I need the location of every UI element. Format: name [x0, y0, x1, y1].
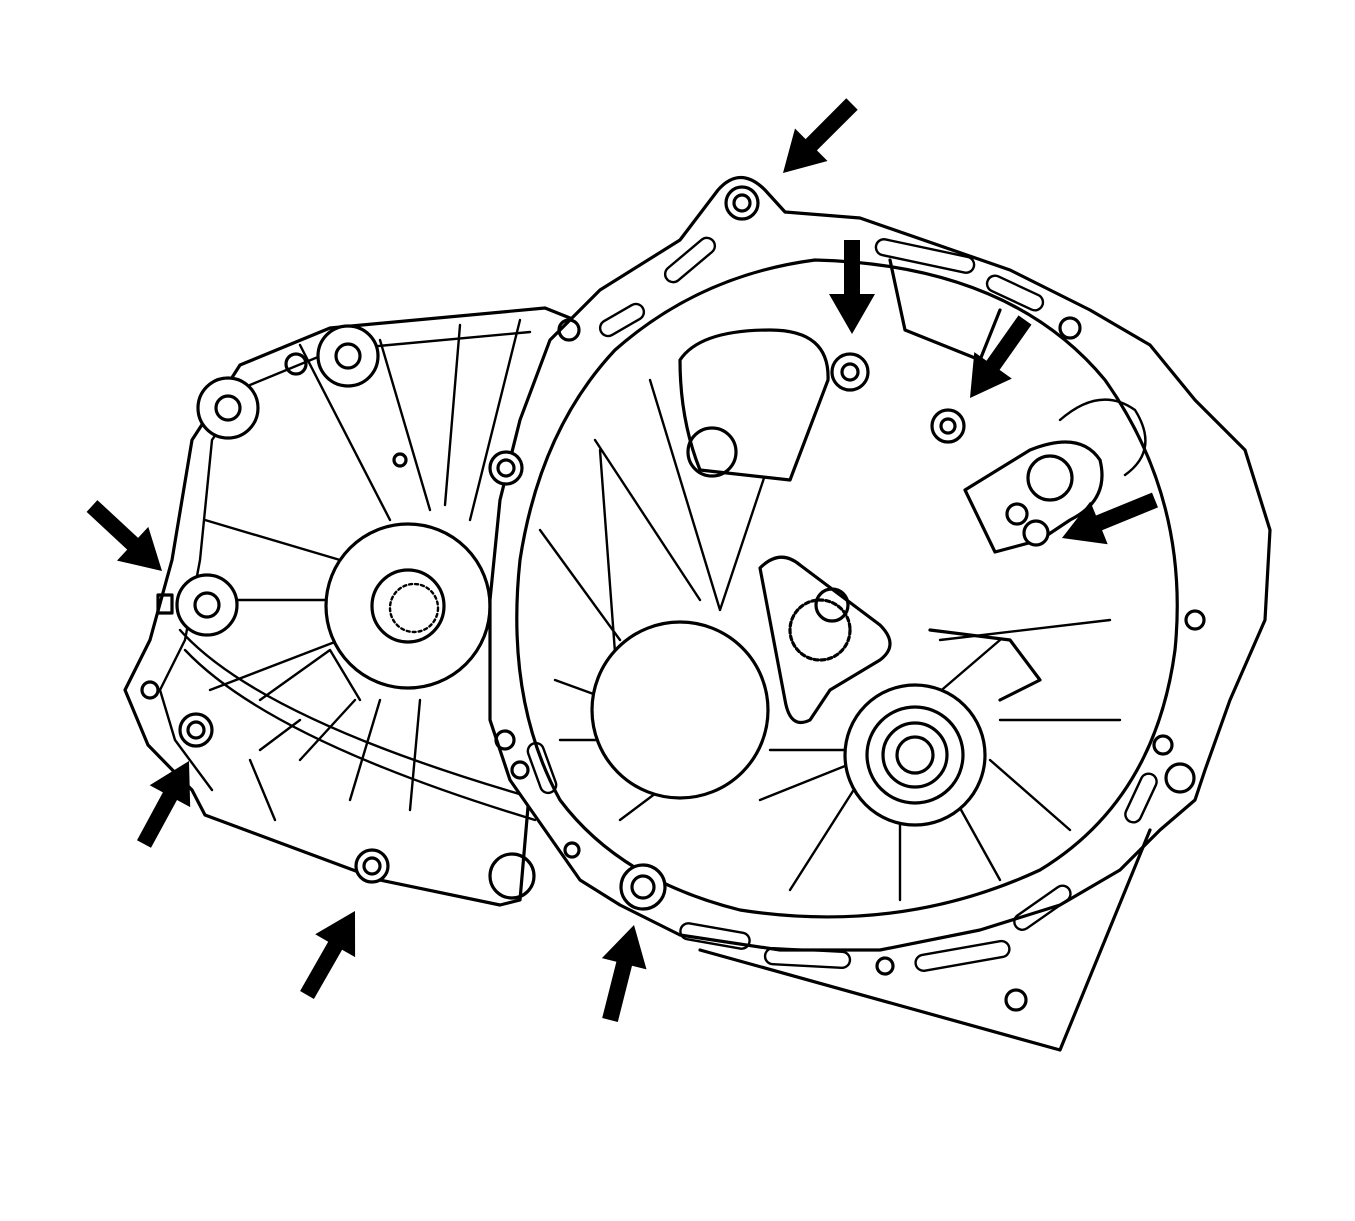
- flange-hole: [875, 956, 895, 976]
- dome-hole: [686, 426, 738, 478]
- flange-slot: [679, 922, 751, 950]
- shift-bracket-hole-small: [1005, 502, 1029, 526]
- flange-hole: [1058, 316, 1082, 340]
- case-bolt-bottom: [354, 848, 390, 884]
- transmission-case-outline: [123, 306, 572, 907]
- flange-hole: [1184, 609, 1206, 631]
- case-boss: [196, 376, 260, 440]
- case-boss-hole: [193, 591, 221, 619]
- case-bolt-hole: [284, 352, 308, 376]
- flange-slot: [985, 274, 1045, 312]
- speed-gear-plate: [758, 555, 892, 725]
- speed-gear: [788, 598, 852, 662]
- input-shaft: [370, 568, 446, 644]
- flange-slot: [526, 741, 558, 795]
- flange-hole: [510, 760, 530, 780]
- clutch-housing: [488, 175, 1272, 1052]
- input-shaft-boss: [324, 522, 492, 690]
- input-shaft-housing: [324, 522, 492, 690]
- flange-holes: [488, 185, 1206, 1012]
- case-boss-hole: [334, 342, 362, 370]
- output-seal-ring: [865, 705, 965, 805]
- housing-ridge: [888, 258, 1042, 702]
- callout-arrow: [829, 240, 875, 334]
- transmission-case-ribs: [198, 318, 522, 822]
- flange-bolt-bottom: [619, 863, 667, 911]
- case-boss: [175, 573, 239, 637]
- output-seal: [843, 683, 987, 827]
- output-seal-ring-inner: [881, 721, 949, 789]
- flange-hole: [1152, 734, 1174, 756]
- housing-stud-upper-head: [840, 362, 860, 382]
- flange-slot: [1124, 772, 1158, 824]
- housing-stud-bracket: [1022, 519, 1050, 547]
- flange-bolt-upper-left-head: [496, 458, 516, 478]
- flange-bolt-upper-left: [488, 450, 524, 486]
- shift-bracket: [963, 440, 1104, 554]
- housing-stud-upper: [830, 352, 870, 392]
- flange-slot: [914, 939, 1011, 972]
- shift-bracket-hole: [1026, 454, 1074, 502]
- flange-bolt-bottom-head: [630, 874, 656, 900]
- clutch-housing-ribs: [538, 368, 1122, 902]
- transmission-case: [123, 306, 572, 907]
- case-lower-boss: [488, 852, 536, 900]
- clutch-housing-outer-flange: [488, 175, 1272, 952]
- callout-arrow: [86, 500, 162, 571]
- callout-arrow: [601, 925, 647, 1022]
- case-boss: [316, 324, 380, 388]
- flange-hole: [563, 841, 581, 859]
- case-stud: [156, 593, 174, 615]
- transmission-case-bosses: [140, 324, 408, 700]
- clutch-housing-inner-bore: [515, 258, 1179, 919]
- flange-hole: [494, 729, 516, 751]
- clutch-housing-lower-plate: [698, 828, 1152, 1052]
- flange-bolt-right: [1164, 762, 1196, 794]
- flange-slot: [598, 302, 646, 338]
- input-shaft-splines: [388, 582, 440, 634]
- housing-stud-middle: [930, 408, 966, 444]
- housing-stud-middle-head: [939, 417, 957, 435]
- flange-slots: [526, 236, 1158, 972]
- flange-slot: [1013, 884, 1072, 931]
- callout-arrows: [86, 98, 1158, 1022]
- case-bolt-left-lower: [178, 712, 214, 748]
- internal-dome: [678, 328, 830, 482]
- flange-hole: [557, 318, 581, 342]
- release-bearing-opening: [590, 620, 770, 800]
- case-bolt-hole: [140, 680, 160, 700]
- callout-arrow: [300, 911, 356, 999]
- callout-arrow: [783, 98, 858, 173]
- speed-gear-hub: [814, 587, 850, 623]
- flange-bolt-top-head: [732, 193, 752, 213]
- case-boss-hole: [214, 394, 242, 422]
- flange-bolt-top: [724, 185, 760, 221]
- output-seal-center: [895, 735, 935, 775]
- flange-slot: [874, 238, 976, 274]
- callout-arrow: [970, 315, 1032, 398]
- flange-hole: [1004, 988, 1028, 1012]
- case-bolt-left-lower-head: [186, 720, 206, 740]
- case-bolt-bottom-head: [362, 856, 382, 876]
- case-bolt-hole: [392, 452, 408, 468]
- callout-arrow: [1062, 492, 1158, 545]
- flange-slot: [663, 236, 717, 284]
- shift-bracket-upper: [1058, 398, 1147, 477]
- transmission-case-straps: [178, 628, 542, 822]
- callout-arrow: [137, 761, 191, 848]
- flange-slot: [763, 947, 852, 970]
